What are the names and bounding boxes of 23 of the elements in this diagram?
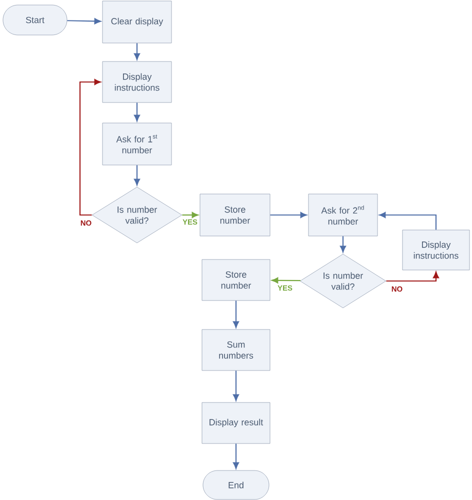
process-box: Store number <box>200 194 270 236</box>
process-box: Display instructions <box>402 230 470 270</box>
process-box: Sum numbers <box>202 329 270 371</box>
arrow <box>134 43 140 60</box>
arrow <box>232 370 240 401</box>
arrow <box>232 444 240 469</box>
arrow <box>134 165 140 186</box>
process-box: Display instructions <box>102 61 172 103</box>
arrow <box>232 300 240 328</box>
arrow <box>340 236 346 252</box>
arrow <box>386 272 439 282</box>
process-box: Ask for 2$^{nd}$ number <box>308 194 378 236</box>
arrow <box>79 79 101 216</box>
arrow <box>270 212 307 218</box>
arrow <box>67 18 101 24</box>
process-box: Ask for 1$^{st}$ number <box>102 122 172 166</box>
process-box: Store number <box>202 259 270 301</box>
arrow <box>379 212 437 230</box>
arrow <box>134 102 140 122</box>
process-box: Display result <box>202 402 270 444</box>
arrow <box>182 212 198 218</box>
arrow <box>272 277 300 284</box>
process-box: Clear display <box>102 0 172 44</box>
